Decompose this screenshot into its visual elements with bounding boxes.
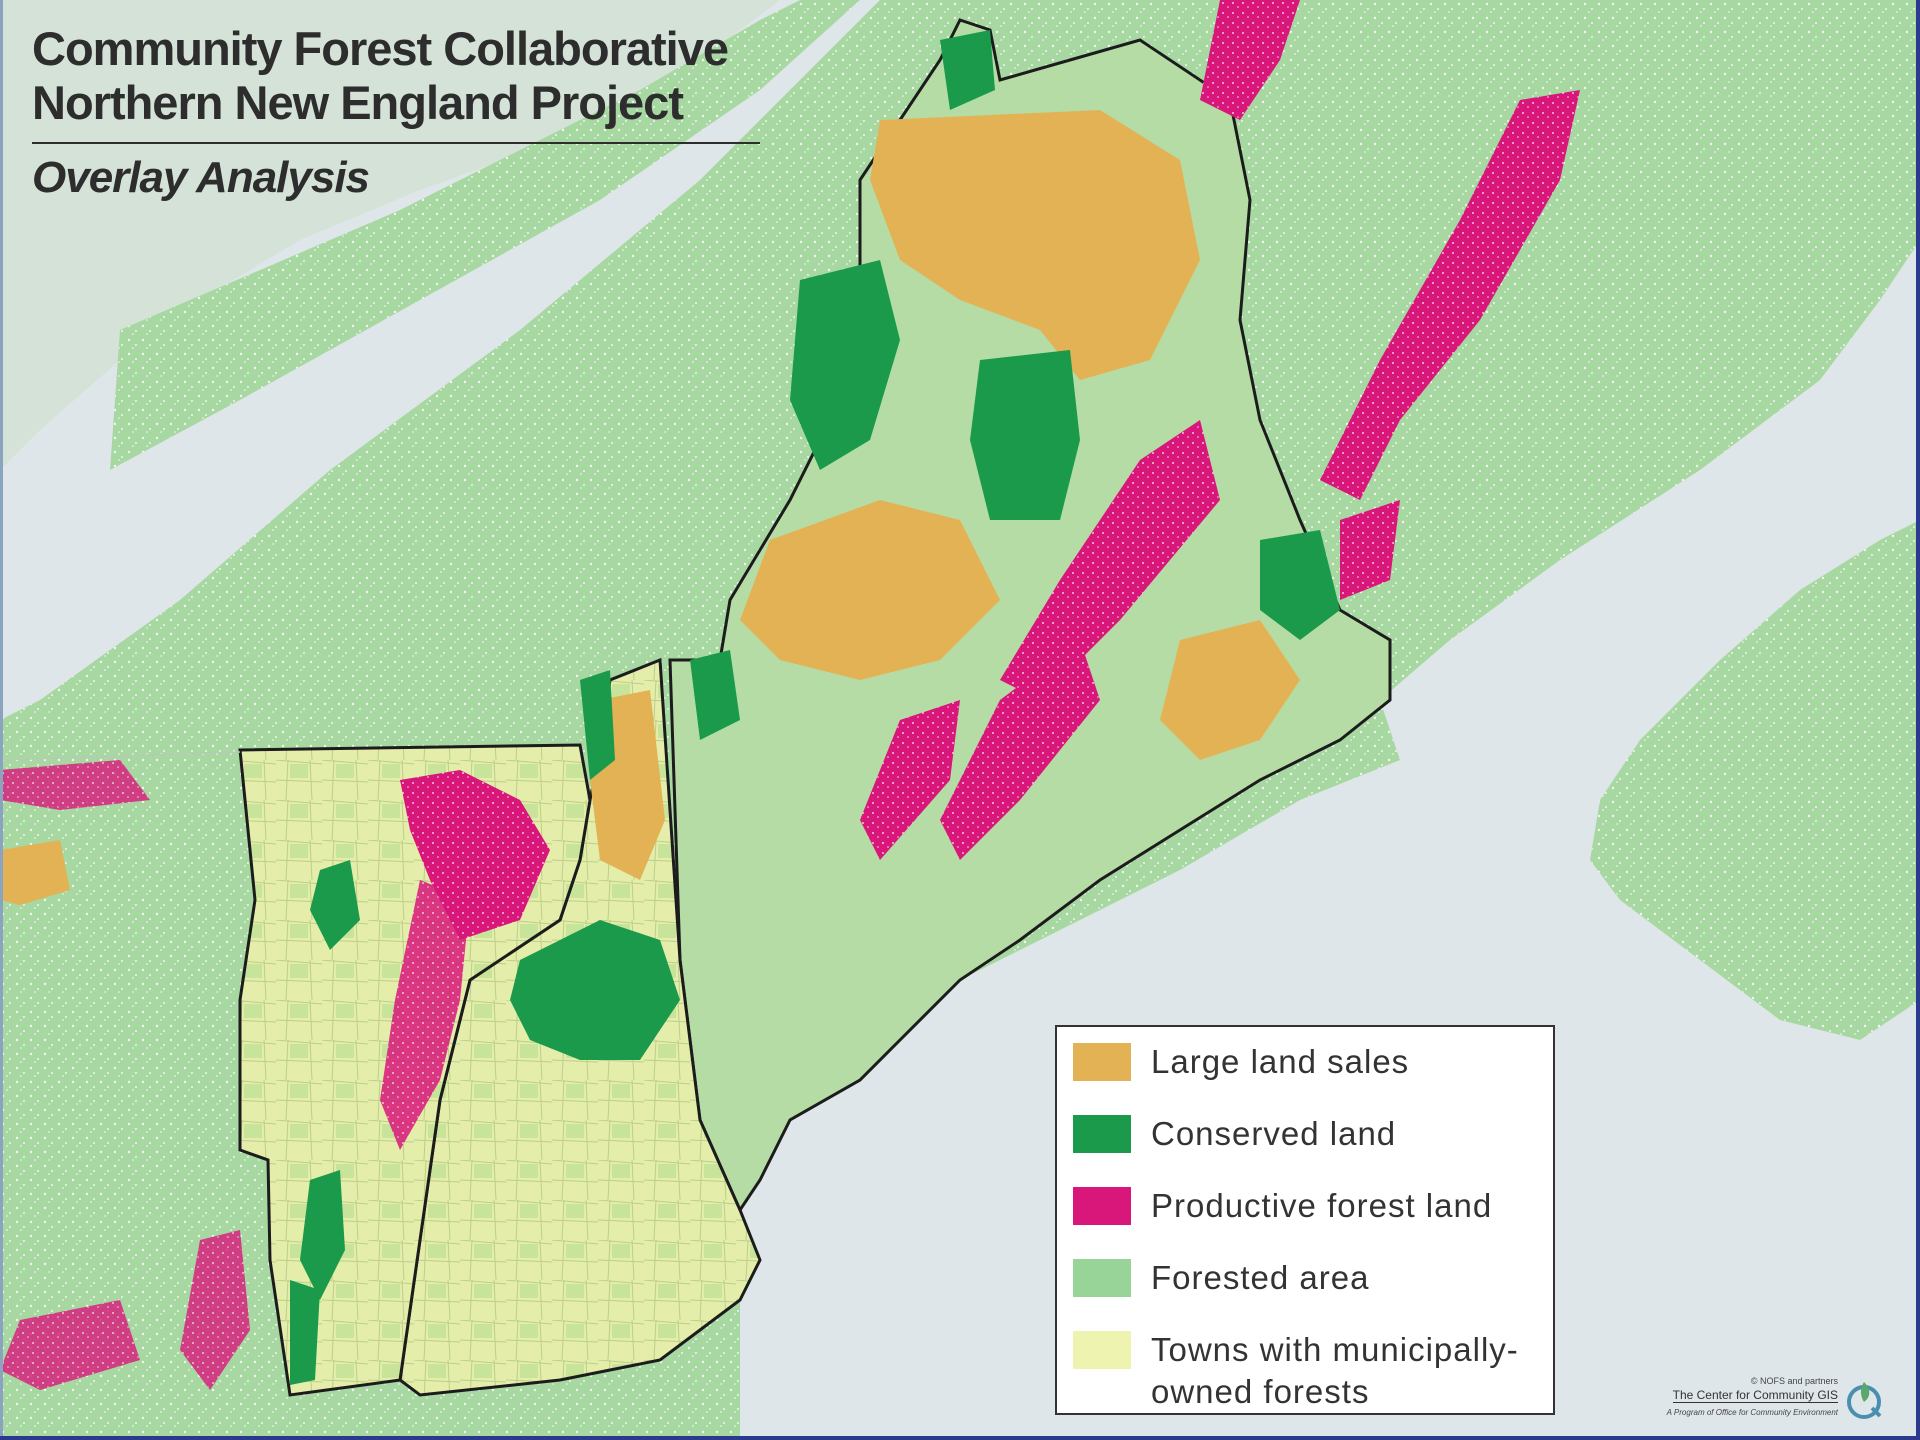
me-conserved-2 bbox=[970, 350, 1080, 520]
nh-conserved-1 bbox=[510, 920, 680, 1060]
me-conserved-4 bbox=[690, 650, 740, 740]
map-subtitle: Overlay Analysis bbox=[32, 153, 370, 202]
ny-productive-1 bbox=[0, 760, 150, 810]
ca-productive-3 bbox=[1340, 500, 1400, 600]
legend-item: Forested area bbox=[1073, 1257, 1537, 1299]
me-large-sales-2 bbox=[740, 500, 1000, 680]
credit-block: © NOFS and partners The Center for Commu… bbox=[1640, 1376, 1900, 1432]
legend-label: Productive forest land bbox=[1151, 1187, 1493, 1224]
title-block: Community Forest Collaborative Northern … bbox=[32, 22, 762, 204]
me-conserved-5 bbox=[940, 30, 995, 110]
state-maine bbox=[668, 18, 1392, 1214]
me-conserved-1 bbox=[790, 260, 900, 470]
me-large-sales-3 bbox=[1160, 620, 1300, 760]
legend-label: Large land sales bbox=[1151, 1043, 1410, 1080]
me-conserved-3 bbox=[1260, 530, 1340, 640]
vt-conserved-1 bbox=[310, 860, 360, 950]
land-pei bbox=[1820, 80, 1920, 180]
land-east-nova-scotia bbox=[1590, 520, 1920, 1040]
legend-item: Productive forest land bbox=[1073, 1185, 1537, 1227]
vt-conserved-3 bbox=[290, 1280, 320, 1385]
legend-item: Large land sales bbox=[1073, 1041, 1537, 1083]
ca-productive-2 bbox=[1200, 0, 1300, 120]
map-title-line2: Northern New England Project bbox=[32, 76, 684, 129]
legend-swatch bbox=[1073, 1259, 1131, 1297]
land-north-strip bbox=[110, 0, 860, 470]
me-productive-1 bbox=[1000, 420, 1220, 700]
nh-conserved-2 bbox=[580, 670, 615, 780]
legend-swatch bbox=[1073, 1043, 1131, 1081]
ny-large-sales bbox=[0, 840, 70, 905]
me-productive-2 bbox=[940, 640, 1100, 860]
ca-productive-1 bbox=[1320, 90, 1580, 500]
frame-right-edge bbox=[1916, 0, 1920, 1440]
frame-left-line bbox=[0, 0, 3, 1440]
credit-line1: © NOFS and partners bbox=[1750, 1376, 1838, 1386]
legend-swatch bbox=[1073, 1331, 1131, 1369]
title-divider bbox=[32, 142, 760, 144]
legend-item: Conserved land bbox=[1073, 1113, 1537, 1155]
legend-label: Towns with municipally-owned forests bbox=[1151, 1331, 1519, 1410]
ny-productive-3 bbox=[0, 1300, 140, 1390]
credit-line3: A Program of Office for Community Enviro… bbox=[1666, 1408, 1838, 1417]
center-for-community-gis-logo-icon bbox=[1847, 1382, 1882, 1419]
border-ny-quebec bbox=[0, 751, 241, 761]
frame-bottom-edge bbox=[0, 1436, 1920, 1440]
map-title-line1: Community Forest Collaborative bbox=[32, 22, 729, 75]
me-productive-3 bbox=[860, 700, 960, 860]
ny-productive-2 bbox=[180, 1230, 250, 1390]
legend-label: Conserved land bbox=[1151, 1115, 1397, 1152]
vt-productive-2 bbox=[380, 880, 470, 1150]
credit-line2: The Center for Community GIS bbox=[1672, 1388, 1838, 1403]
legend-swatch bbox=[1073, 1115, 1131, 1153]
me-large-sales-1 bbox=[870, 110, 1200, 380]
legend-item: Towns with municipally-owned forests bbox=[1073, 1329, 1537, 1413]
legend-swatch bbox=[1073, 1187, 1131, 1225]
legend-label: Forested area bbox=[1151, 1259, 1370, 1296]
vt-productive-1 bbox=[400, 770, 550, 940]
vt-conserved-2 bbox=[300, 1170, 345, 1300]
